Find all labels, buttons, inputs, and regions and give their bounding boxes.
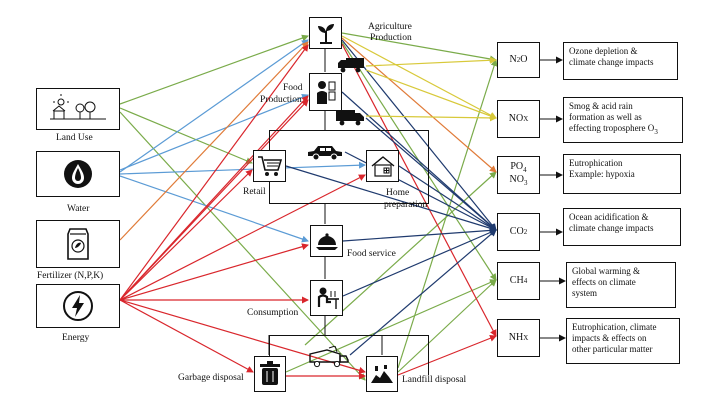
water-box (36, 151, 120, 197)
land-use-box (36, 88, 120, 130)
food-production-nox-link (365, 69, 497, 120)
food-production-label-line1: Food (283, 83, 303, 93)
car-icon-box (305, 142, 345, 162)
truck-icon-box-2 (334, 108, 366, 126)
water-drop-icon (64, 160, 92, 188)
home-preparation-box (366, 150, 399, 182)
plant-icon (317, 24, 334, 44)
landfill-nhx-link (397, 334, 497, 376)
garbage-disposal-box (254, 356, 286, 392)
garbage-bin-icon (260, 361, 280, 385)
food-production-label-line2: Production (260, 95, 302, 105)
land-use-link (119, 107, 253, 164)
agriculture-production-box (309, 17, 342, 49)
garbage-disposal-label: Garbage disposal (178, 373, 244, 383)
home-co2-link (398, 165, 497, 231)
consumption-diner-icon (317, 287, 339, 309)
food-production-box (309, 73, 342, 111)
energy-link (119, 44, 309, 301)
agriculture-n2o-link (341, 32, 497, 63)
food-production-n2o-link (365, 56, 497, 67)
energy-link (119, 174, 366, 301)
n2o-impact-box: Ozone depletion &climate change impacts (563, 42, 678, 80)
food-service-co2-link (342, 226, 497, 242)
home-preparation-label-line2: preparation (384, 200, 428, 210)
agriculture-co2-link (341, 39, 497, 231)
garbage-ch4-link (285, 279, 497, 373)
landfill-disposal-label: Landfill disposal (402, 375, 467, 385)
garbage-truck-icon (309, 346, 349, 368)
transport-nox-link (365, 114, 497, 122)
house-icon (371, 156, 394, 177)
land-use-link (119, 34, 309, 105)
retail-label: Retail (243, 187, 266, 197)
energy-link (119, 243, 309, 301)
fertilizer-bag-icon (67, 228, 89, 260)
land-use-label: Land Use (56, 133, 93, 143)
shopping-cart-icon (257, 156, 282, 176)
car-icon (308, 146, 342, 161)
retail-box (253, 150, 286, 182)
disposal-frame (269, 335, 429, 375)
agriculture-nox-link (341, 35, 497, 119)
garbage-truck-icon-box (306, 345, 350, 369)
landfill-ch4-link (397, 279, 497, 373)
landfill-icon (371, 365, 393, 383)
fertilizer-box (36, 220, 120, 268)
food-production-worker-icon (316, 81, 335, 104)
truck-icon (338, 58, 364, 73)
fertilizer-link (119, 41, 309, 241)
landfill-disposal-box (366, 356, 398, 392)
energy-link (119, 169, 253, 301)
food-service-cloche-icon (315, 233, 338, 250)
agriculture-po4-link (341, 37, 497, 173)
water-link (119, 175, 309, 243)
food-production-co2-link (341, 91, 497, 231)
landfill-n2o-link (397, 59, 498, 369)
food-service-label: Food service (347, 249, 396, 259)
energy-box (36, 284, 120, 328)
consumption-co2-link (342, 229, 497, 297)
food-service-box (310, 225, 343, 257)
co2-impact-box: Ocean acidification &climate change impa… (563, 208, 681, 246)
water-link (119, 39, 309, 173)
water-link (119, 93, 309, 171)
fertilizer-label: Fertilizer (N,P,K) (37, 271, 104, 281)
energy-label: Energy (62, 333, 90, 343)
energy-bolt-icon (63, 291, 93, 321)
agriculture-label-line2: Production (370, 33, 412, 43)
home-preparation-label-line1: Home (386, 188, 410, 198)
energy-link (119, 299, 366, 374)
garbage-truck-co2-link (349, 229, 497, 356)
consumption-label: Consumption (247, 308, 299, 318)
po4-no3-box: PO4 NO3 (497, 156, 540, 194)
transport-co2-link (365, 117, 497, 231)
water-label: Water (67, 204, 90, 214)
agriculture-label-line1: Agriculture (368, 22, 412, 32)
truck-icon-box-1 (336, 56, 366, 74)
retail-co2-link (285, 165, 497, 232)
consumption-box (310, 280, 343, 316)
truck-icon (336, 109, 364, 125)
land-use-icon (50, 94, 106, 120)
energy-link (119, 299, 254, 373)
